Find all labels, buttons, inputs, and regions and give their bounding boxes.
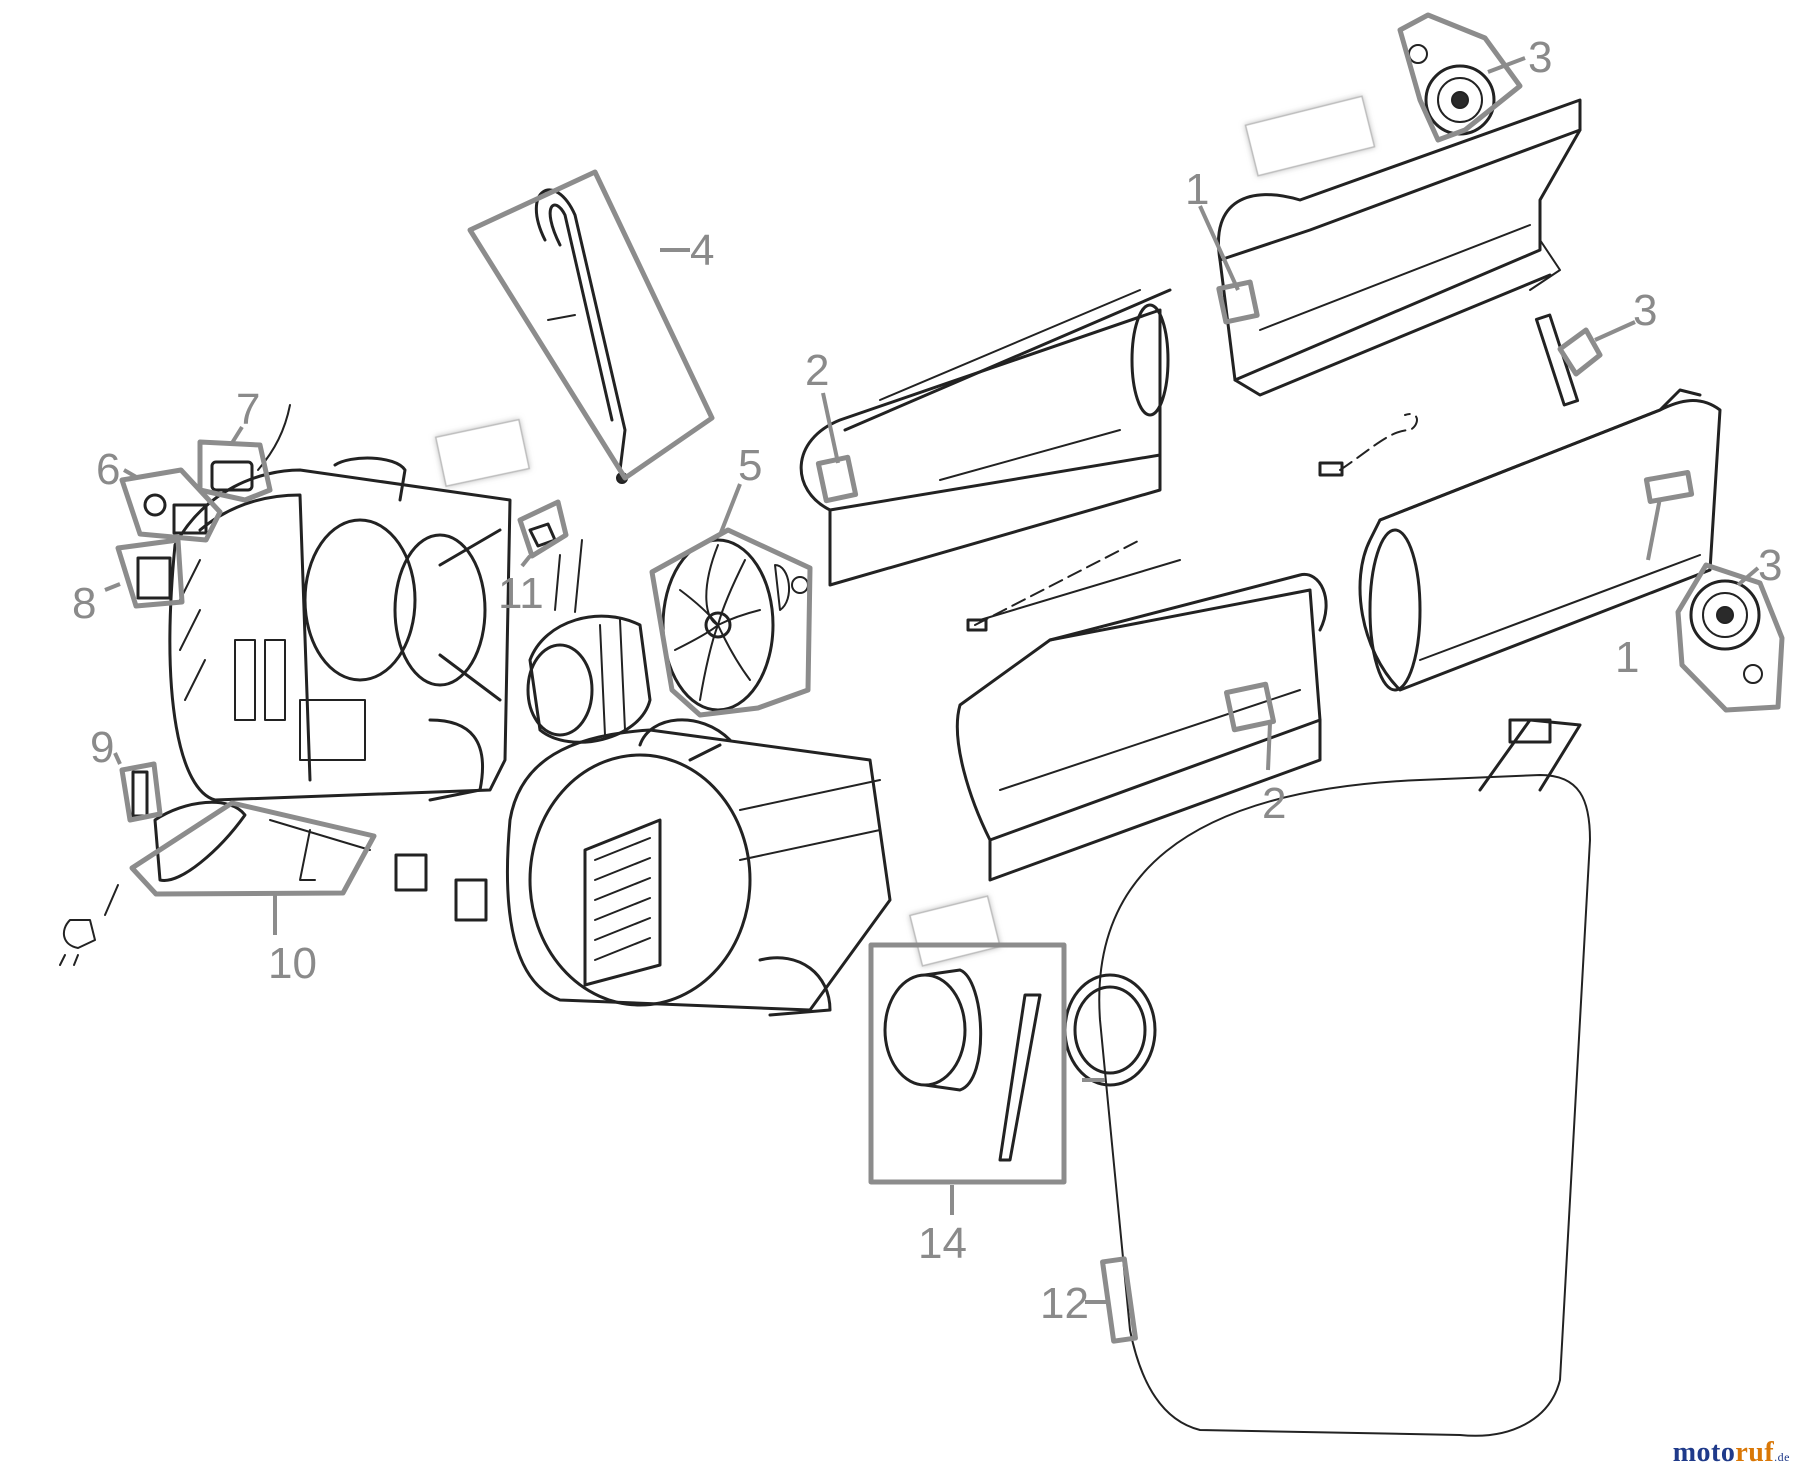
tube-section-upper: [799, 288, 1172, 587]
callout-3-right: 3: [1758, 541, 1782, 590]
collection-bag: [1063, 718, 1591, 1437]
callout-8: 8: [72, 579, 96, 628]
motor-and-fan: [526, 538, 809, 744]
switch-parts: [59, 404, 557, 966]
callout-11: 11: [498, 569, 544, 618]
leader-lines: [104, 56, 1760, 1304]
callout-9: 9: [90, 723, 114, 772]
callout-2-lower: 2: [1262, 779, 1286, 828]
group-box-3-right: [1675, 562, 1785, 713]
end-cap-right: [1689, 579, 1763, 684]
group-box-3-mid: [1557, 327, 1603, 377]
group-box-14: [868, 942, 1067, 1185]
group-box-2-lower: [1223, 681, 1277, 733]
callout-12: 12: [1040, 1279, 1089, 1328]
group-box-11: [517, 499, 569, 559]
connecting-rods: [966, 313, 1580, 632]
callout-6: 6: [96, 445, 120, 494]
callout-1-lower: 1: [1615, 633, 1639, 682]
group-box-6: [119, 467, 223, 543]
nozzle-tube-lower: [1358, 388, 1722, 692]
end-cap-top: [1408, 44, 1496, 136]
callout-14: 14: [918, 1219, 967, 1268]
blank-label-motor-housing: [434, 418, 531, 488]
callout-7: 7: [236, 385, 260, 434]
callout-5: 5: [738, 441, 762, 490]
callout-10: 10: [268, 939, 317, 988]
group-box-9: [119, 761, 163, 823]
blank-label-top-right: [1244, 95, 1376, 177]
group-box-2-upper: [815, 454, 859, 504]
callout-4: 4: [690, 226, 714, 275]
watermark-part-b: ruf: [1735, 1437, 1775, 1468]
callout-1-upper: 1: [1185, 165, 1209, 214]
group-box-10: [129, 800, 377, 897]
nozzle-tube-upper: [1217, 98, 1582, 397]
group-box-7: [197, 439, 273, 503]
adapter-and-strap: [883, 968, 1042, 1162]
callout-3-top: 3: [1528, 33, 1552, 82]
group-box-4: [467, 169, 715, 481]
watermark: motoruf.de: [1673, 1437, 1790, 1469]
group-box-1-lower: [1643, 470, 1695, 504]
group-box-8: [115, 537, 185, 609]
watermark-part-c: .de: [1774, 1450, 1790, 1464]
rear-housing: [168, 456, 512, 802]
callout-2-upper: 2: [805, 346, 829, 395]
blank-label-lower: [908, 895, 1002, 967]
callout-3-mid: 3: [1633, 286, 1657, 335]
group-box-3-top: [1397, 12, 1523, 143]
watermark-part-a: moto: [1672, 1437, 1736, 1468]
tube-section-lower: [955, 559, 1328, 882]
group-box-5: [649, 527, 813, 718]
hose-part: [534, 188, 628, 484]
front-housing: [506, 718, 892, 1017]
